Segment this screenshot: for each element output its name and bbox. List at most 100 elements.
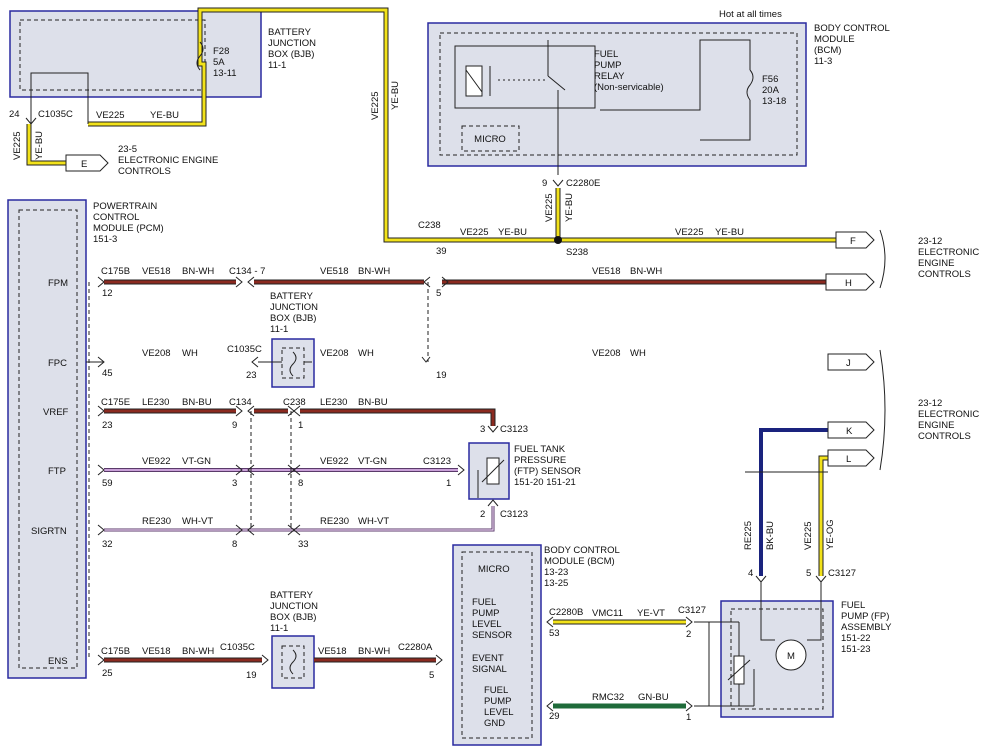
bcm-top-micro xyxy=(461,125,520,152)
svg-text:C3123: C3123 xyxy=(500,424,528,435)
fp-motor-label: M xyxy=(787,651,795,662)
wire-re230-violet xyxy=(104,506,495,532)
brace-group-2 xyxy=(879,349,886,471)
relay-title-2: PUMP xyxy=(594,60,621,71)
bcm-top-title-4: 11-3 xyxy=(814,56,832,67)
svg-text:VE208: VE208 xyxy=(320,348,349,359)
svg-text:BN-WH: BN-WH xyxy=(630,266,662,277)
svg-text:YE-BU: YE-BU xyxy=(34,131,45,160)
pcm-pin-fpm: FPM xyxy=(48,278,68,289)
wire-le230-brown xyxy=(104,408,496,426)
svg-text:25: 25 xyxy=(102,668,113,679)
svg-text:23-12: 23-12 xyxy=(918,398,942,409)
wire-dashed-shields xyxy=(88,282,479,660)
svg-text:MODULE (PCM): MODULE (PCM) xyxy=(93,223,164,234)
bcm-top-box xyxy=(427,22,807,167)
svg-text:SENSOR: SENSOR xyxy=(472,630,512,641)
svg-text:1: 1 xyxy=(446,478,451,489)
svg-text:59: 59 xyxy=(102,478,113,489)
svg-text:E: E xyxy=(81,159,87,170)
bjb-mid-inner xyxy=(281,347,305,379)
svg-text:5: 5 xyxy=(806,568,811,579)
svg-text:1: 1 xyxy=(686,712,691,723)
svg-text:POWERTRAIN: POWERTRAIN xyxy=(93,201,157,212)
svg-text:BN-WH: BN-WH xyxy=(182,646,214,657)
svg-text:29: 29 xyxy=(549,711,560,722)
svg-text:BOX (BJB): BOX (BJB) xyxy=(270,313,316,324)
wire-ve225-yellow xyxy=(26,7,836,243)
svg-text:39: 39 xyxy=(436,246,447,257)
svg-text:BK-BU: BK-BU xyxy=(765,521,776,550)
svg-text:VE518: VE518 xyxy=(318,646,347,657)
fuse-f56 xyxy=(746,69,754,101)
f56-rating: 20A xyxy=(762,85,780,96)
relay-title-4: (Non-servicable) xyxy=(594,82,664,93)
connector-l: L xyxy=(827,449,875,467)
svg-text:13-25: 13-25 xyxy=(544,578,568,589)
pcm-pin-vref: VREF xyxy=(43,407,69,418)
relay-title-3: RELAY xyxy=(594,71,625,82)
svg-text:YE-BU: YE-BU xyxy=(715,227,744,238)
svg-text:VE225: VE225 xyxy=(370,91,381,120)
wire-fp-internal xyxy=(694,582,822,707)
svg-text:ELECTRONIC: ELECTRONIC xyxy=(918,409,979,420)
svg-text:JUNCTION: JUNCTION xyxy=(270,302,318,313)
svg-text:ENGINE: ENGINE xyxy=(918,258,954,269)
svg-text:C175B: C175B xyxy=(101,266,130,277)
svg-text:VE225: VE225 xyxy=(12,131,23,160)
svg-text:C3127: C3127 xyxy=(828,568,856,579)
svg-text:LE230: LE230 xyxy=(142,397,169,408)
svg-text:9: 9 xyxy=(542,178,547,189)
svg-text:1: 1 xyxy=(298,420,303,431)
svg-text:VE518: VE518 xyxy=(142,646,171,657)
svg-text:33: 33 xyxy=(298,539,309,550)
fuse-f28 xyxy=(196,41,204,71)
svg-text:LE230: LE230 xyxy=(320,397,347,408)
splice-s238 xyxy=(554,236,562,244)
bjb-bot-inner xyxy=(281,645,305,679)
svg-text:VE225: VE225 xyxy=(803,521,814,550)
svg-text:5: 5 xyxy=(436,288,441,299)
bcm-top-title-3: (BCM) xyxy=(814,45,841,56)
svg-text:32: 32 xyxy=(102,539,113,550)
svg-text:3: 3 xyxy=(232,478,237,489)
bjb-top-title-4: 11-1 xyxy=(268,60,286,71)
svg-text:19: 19 xyxy=(246,670,257,681)
svg-text:C3123: C3123 xyxy=(500,509,528,520)
svg-text:VE518: VE518 xyxy=(142,266,171,277)
bcm-top-title-1: BODY CONTROL xyxy=(814,23,890,34)
svg-text:GND: GND xyxy=(484,718,505,729)
svg-text:MODULE (BCM): MODULE (BCM) xyxy=(544,556,615,567)
svg-text:CONTROLS: CONTROLS xyxy=(918,431,971,442)
svg-text:53: 53 xyxy=(549,628,560,639)
svg-text:19: 19 xyxy=(436,370,447,381)
svg-text:C1035C: C1035C xyxy=(38,109,73,120)
svg-text:8: 8 xyxy=(232,539,237,550)
svg-text:VE225: VE225 xyxy=(675,227,704,238)
wire-re225-blue xyxy=(759,428,828,576)
connector-j: J xyxy=(827,353,875,371)
svg-text:BOX (BJB): BOX (BJB) xyxy=(270,612,316,623)
bjb-top-title-1: BATTERY xyxy=(268,27,312,38)
svg-text:BODY CONTROL: BODY CONTROL xyxy=(544,545,620,556)
svg-text:L: L xyxy=(846,454,851,465)
svg-text:2: 2 xyxy=(480,509,485,520)
svg-text:C175B: C175B xyxy=(101,646,130,657)
svg-text:FUEL: FUEL xyxy=(472,597,496,608)
svg-text:CONTROLS: CONTROLS xyxy=(918,269,971,280)
fp-level-arrow xyxy=(727,659,751,681)
svg-text:24: 24 xyxy=(9,109,20,120)
svg-text:VE208: VE208 xyxy=(142,348,171,359)
connector-f: F xyxy=(835,231,875,249)
svg-text:C134 - 7: C134 - 7 xyxy=(229,266,265,277)
svg-text:ELECTRONIC: ELECTRONIC xyxy=(918,247,979,258)
svg-text:BN-WH: BN-WH xyxy=(182,266,214,277)
svg-text:PRESSURE: PRESSURE xyxy=(514,455,566,466)
svg-text:VMC11: VMC11 xyxy=(592,608,623,619)
hot-at-all-times: Hot at all times xyxy=(719,9,782,20)
svg-text:151-3: 151-3 xyxy=(93,234,117,245)
svg-text:RE230: RE230 xyxy=(320,516,349,527)
svg-text:C175E: C175E xyxy=(101,397,130,408)
svg-text:YE-BU: YE-BU xyxy=(498,227,527,238)
